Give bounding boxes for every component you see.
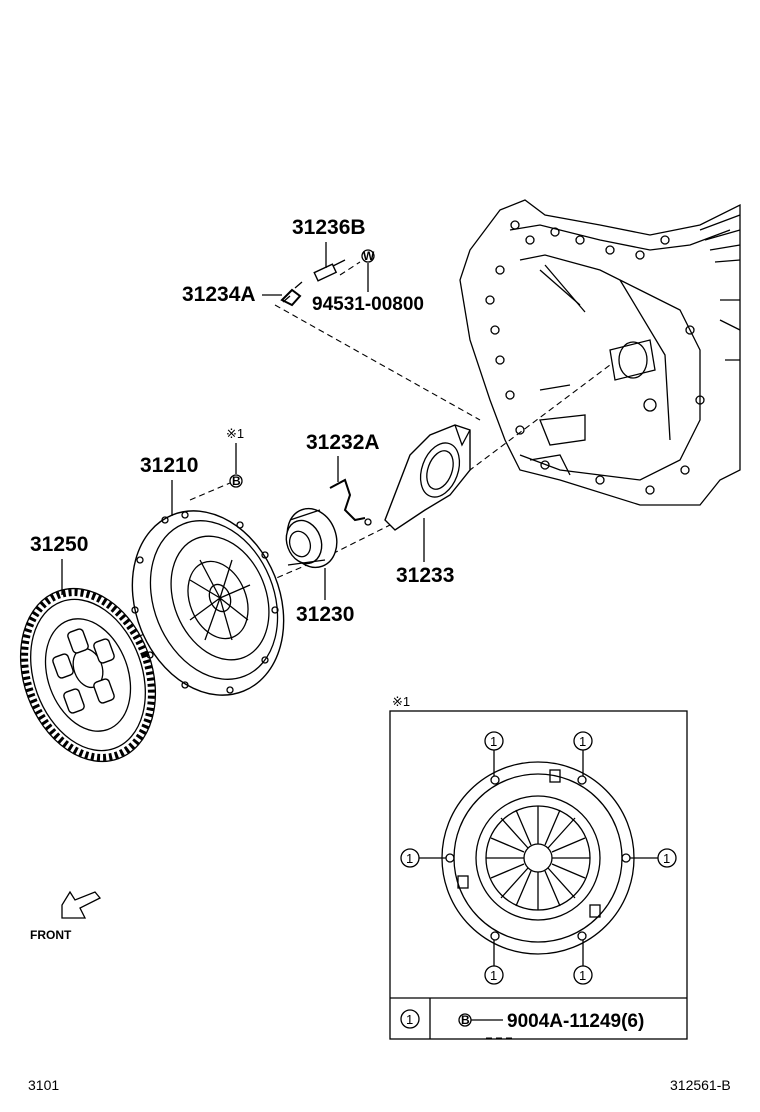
callout-1-right: 1 [663, 851, 670, 866]
label-31230: 31230 [296, 603, 354, 626]
inset-callouts: 1 1 1 1 1 1 [400, 731, 677, 985]
front-label: FRONT [30, 928, 72, 942]
inset-clutch-cover [441, 761, 635, 955]
footer-left-code: 3101 [28, 1077, 59, 1093]
disc-damper-springs [52, 628, 115, 714]
legend-symbol-1: 1 [406, 1012, 413, 1027]
label-31233: 31233 [396, 564, 454, 587]
legend-mark-b: B [461, 1013, 470, 1027]
clutch-cover [131, 510, 285, 696]
label-31236B: 31236B [292, 216, 366, 239]
label-31210: 31210 [140, 454, 198, 477]
front-indicator: FRONT [30, 890, 102, 942]
mark-w: W [363, 249, 375, 263]
callout-1-bottom-left: 1 [490, 968, 497, 983]
clutch-disc [19, 587, 157, 763]
label-31250: 31250 [30, 533, 88, 556]
inset-note-mark: ※1 [392, 694, 410, 709]
callout-1-top-right: 1 [579, 734, 586, 749]
cover-rim-holes [131, 511, 279, 694]
cover-diaphragm-fingers [189, 559, 251, 641]
fork-spring-parts [280, 259, 346, 307]
mark-b: B [232, 474, 241, 488]
inset-diaphragm-fingers [486, 806, 590, 910]
housing-bolt-holes [485, 220, 705, 495]
callout-1-bottom-right: 1 [579, 968, 586, 983]
release-bearing [285, 507, 338, 569]
inset-detail: ※1 [389, 694, 688, 1040]
release-fork-boot [384, 424, 471, 531]
legend-part-9004A-11249: 9004A-11249(6) [507, 1011, 644, 1032]
inset-legend: 1 B 9004A-11249(6) [400, 1009, 644, 1039]
label-31232A: 31232A [306, 431, 380, 454]
callout-1-left: 1 [406, 851, 413, 866]
inset-frame [389, 710, 688, 1040]
label-94531-00800: 94531-00800 [312, 294, 424, 315]
footer-right-code: 312561-B [670, 1077, 731, 1093]
part-labels: 31236B 31234A 94531-00800 W 31232A ※1 B … [30, 216, 454, 626]
callout-1-top-left: 1 [490, 734, 497, 749]
note-mark-1: ※1 [226, 426, 244, 441]
release-hub-clip [329, 478, 372, 526]
front-arrow-icon [61, 890, 102, 919]
label-31234A: 31234A [182, 283, 256, 306]
transmission-housing [459, 199, 741, 506]
